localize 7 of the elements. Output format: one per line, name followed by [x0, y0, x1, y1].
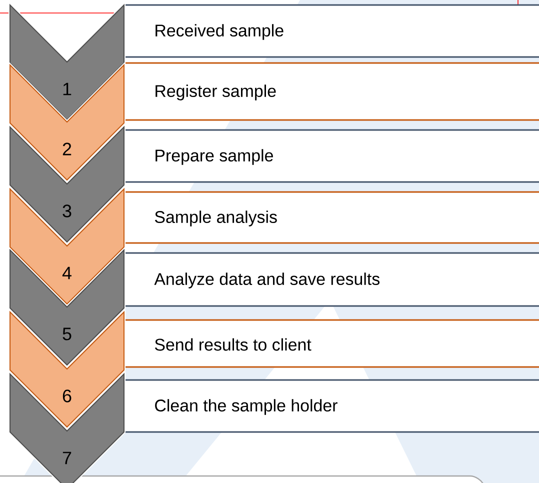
- step-box: Clean the sample holder: [123, 379, 539, 433]
- step-box: Received sample: [123, 4, 539, 58]
- step-box: Prepare sample: [123, 129, 539, 183]
- step-box: Analyze data and save results: [123, 252, 539, 307]
- step-box: Sample analysis: [123, 191, 539, 244]
- step-box: Register sample: [123, 62, 539, 121]
- step-box: Send results to client: [123, 319, 539, 368]
